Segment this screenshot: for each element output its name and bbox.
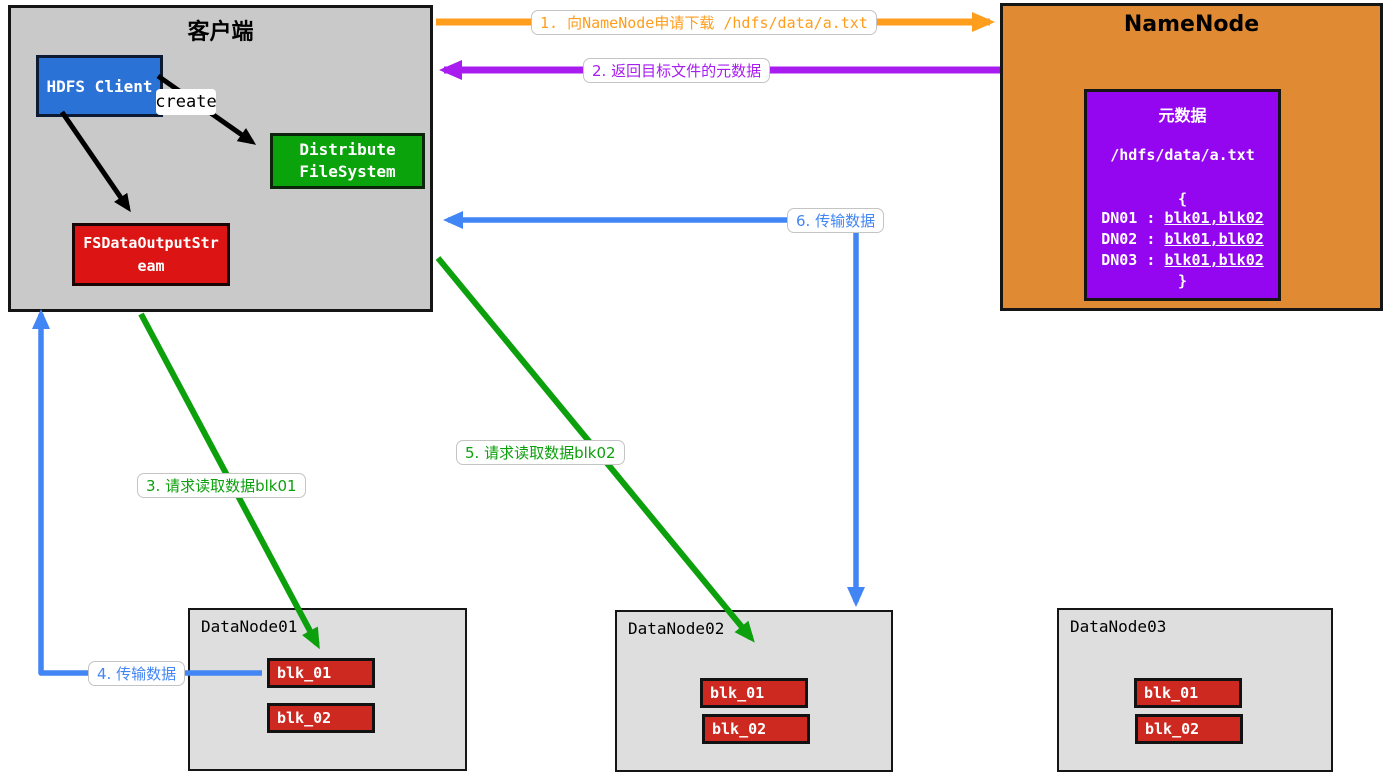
datanode03-block-blk01: blk_01 xyxy=(1134,678,1242,708)
distribute-filesystem-line2: FileSystem xyxy=(299,162,396,181)
metadata-title: 元数据 xyxy=(1158,106,1207,125)
distribute-filesystem-node: Distribute FileSystem xyxy=(270,133,425,189)
arrow-label-6: 6. 传输数据 xyxy=(787,208,885,233)
datanode02-block-blk02: blk_02 xyxy=(702,714,810,744)
block-label: blk_02 xyxy=(277,709,332,727)
block-label: blk_01 xyxy=(710,684,765,702)
arrow-label-3: 3. 请求读取数据blk01 xyxy=(137,473,306,498)
fsdataoutputstream-label: FSDataOutputStream xyxy=(83,234,219,275)
block-label: blk_02 xyxy=(1145,720,1200,738)
metadata-node-name: DN03 xyxy=(1101,251,1138,269)
create-annotation: create xyxy=(155,89,217,115)
metadata-entry-dn01: DN01 : blk01,blk02 xyxy=(1087,208,1278,229)
metadata-separator: : xyxy=(1137,230,1165,248)
datanode03-container: DataNode03 blk_01 blk_02 xyxy=(1057,608,1333,772)
fsdataoutputstream-node: FSDataOutputStream xyxy=(72,223,230,286)
metadata-separator: : xyxy=(1137,209,1165,227)
metadata-close-brace: } xyxy=(1177,272,1188,290)
metadata-entry-dn02: DN02 : blk01,blk02 xyxy=(1087,229,1278,250)
namenode-container: NameNode 元数据 /hdfs/data/a.txt { DN01 : b… xyxy=(1000,3,1383,311)
datanode02-block-blk01: blk_01 xyxy=(700,678,808,708)
hdfs-client-label: HDFS Client xyxy=(46,76,153,96)
metadata-node-name: DN02 xyxy=(1101,230,1138,248)
datanode02-title: DataNode02 xyxy=(628,619,725,638)
metadata-file-path: /hdfs/data/a.txt xyxy=(1110,146,1255,164)
block-label: blk_01 xyxy=(277,664,332,682)
arrow-label-1: 1. 向NameNode申请下载 /hdfs/data/a.txt xyxy=(531,10,877,35)
arrow-label-5: 5. 请求读取数据blk02 xyxy=(456,440,625,465)
distribute-filesystem-line1: Distribute xyxy=(299,140,396,160)
datanode01-block-blk01: blk_01 xyxy=(267,658,375,688)
metadata-block-list: blk01,blk02 xyxy=(1164,230,1264,248)
hdfs-client-node: HDFS Client xyxy=(36,55,163,117)
metadata-entry-dn03: DN03 : blk01,blk02 xyxy=(1087,250,1278,271)
metadata-node-name: DN01 xyxy=(1101,209,1138,227)
datanode02-container: DataNode02 blk_01 blk_02 xyxy=(615,610,893,772)
arrow-label-2: 2. 返回目标文件的元数据 xyxy=(583,58,771,83)
block-label: blk_01 xyxy=(1144,684,1199,702)
datanode03-block-blk02: blk_02 xyxy=(1135,714,1243,744)
datanode03-title: DataNode03 xyxy=(1070,617,1167,636)
metadata-open-brace: { xyxy=(1177,190,1188,208)
datanode01-title: DataNode01 xyxy=(201,617,298,636)
namenode-title: NameNode xyxy=(1123,12,1260,37)
arrow-label-4: 4. 传输数据 xyxy=(88,661,186,686)
client-container: 客户端 HDFS Client create Distribute FileSy… xyxy=(8,5,433,312)
metadata-block-list: blk01,blk02 xyxy=(1164,251,1264,269)
metadata-box: 元数据 /hdfs/data/a.txt { DN01 : blk01,blk0… xyxy=(1084,89,1281,301)
block-label: blk_02 xyxy=(712,720,767,738)
datanode01-container: DataNode01 blk_01 blk_02 xyxy=(188,608,467,771)
datanode01-block-blk02: blk_02 xyxy=(267,703,375,733)
metadata-block-list: blk01,blk02 xyxy=(1164,209,1264,227)
create-label: create xyxy=(155,92,217,112)
client-title: 客户端 xyxy=(187,20,254,45)
metadata-separator: : xyxy=(1137,251,1165,269)
